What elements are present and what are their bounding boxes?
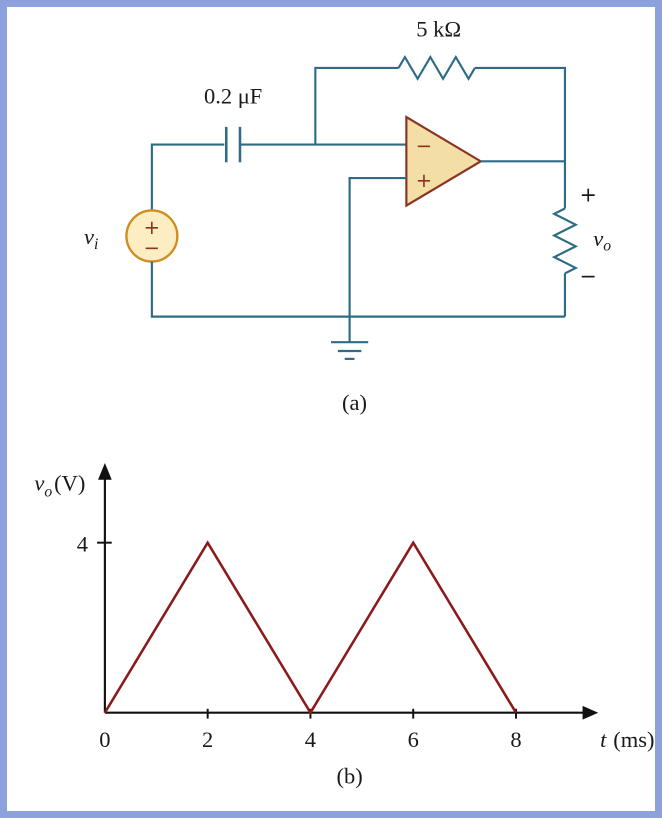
feedback-resistor-label: 5 kΩ bbox=[416, 16, 461, 41]
x-tick-label-6: 6 bbox=[408, 727, 419, 752]
source-minus-sign: − bbox=[144, 237, 160, 260]
output-label: vo bbox=[593, 226, 611, 255]
circuit-diagram: 5 kΩ 0.2 μF + − vi − + + − vo bbox=[84, 16, 611, 415]
output-wire bbox=[480, 160, 567, 209]
x-tick-label-8: 8 bbox=[510, 727, 521, 752]
y-tick-label-4: 4 bbox=[77, 531, 88, 556]
x-tick-label-2: 2 bbox=[202, 727, 213, 752]
feedback-wire-left bbox=[314, 66, 399, 145]
bottom-wire bbox=[150, 261, 565, 318]
output-plus-sign: + bbox=[580, 183, 597, 207]
caption-a: (a) bbox=[342, 390, 367, 415]
y-axis-label: vo(V) bbox=[34, 471, 85, 501]
x-tick-label-4: 4 bbox=[305, 727, 316, 752]
x-tick-label-0: 0 bbox=[99, 727, 110, 752]
feedback-wire-right bbox=[474, 66, 567, 162]
caption-b: (b) bbox=[336, 763, 362, 788]
opamp-triangle bbox=[405, 115, 483, 208]
x-axis-label: t(ms) bbox=[600, 727, 654, 752]
output-minus-sign: − bbox=[580, 264, 597, 288]
feedback-resistor bbox=[397, 55, 476, 81]
ground-symbol bbox=[331, 316, 369, 360]
source-label: vi bbox=[84, 224, 98, 253]
x-axis-arrow bbox=[582, 705, 599, 720]
noninverting-wire bbox=[348, 176, 407, 317]
waveform-line bbox=[103, 540, 518, 716]
capacitor-label: 0.2 μF bbox=[204, 83, 262, 108]
waveform-plot: vo(V) t(ms) 4 0 2 4 6 8 (b) bbox=[34, 463, 655, 788]
input-wire-left bbox=[150, 143, 225, 211]
y-axis-arrow bbox=[98, 463, 112, 480]
opamp-noninverting-sign: + bbox=[416, 169, 432, 192]
opamp-inverting-sign: − bbox=[416, 134, 432, 157]
load-resistor bbox=[551, 207, 579, 275]
figure-canvas: 5 kΩ 0.2 μF + − vi − + + − vo bbox=[34, 16, 655, 788]
source-plus-sign: + bbox=[144, 216, 160, 239]
